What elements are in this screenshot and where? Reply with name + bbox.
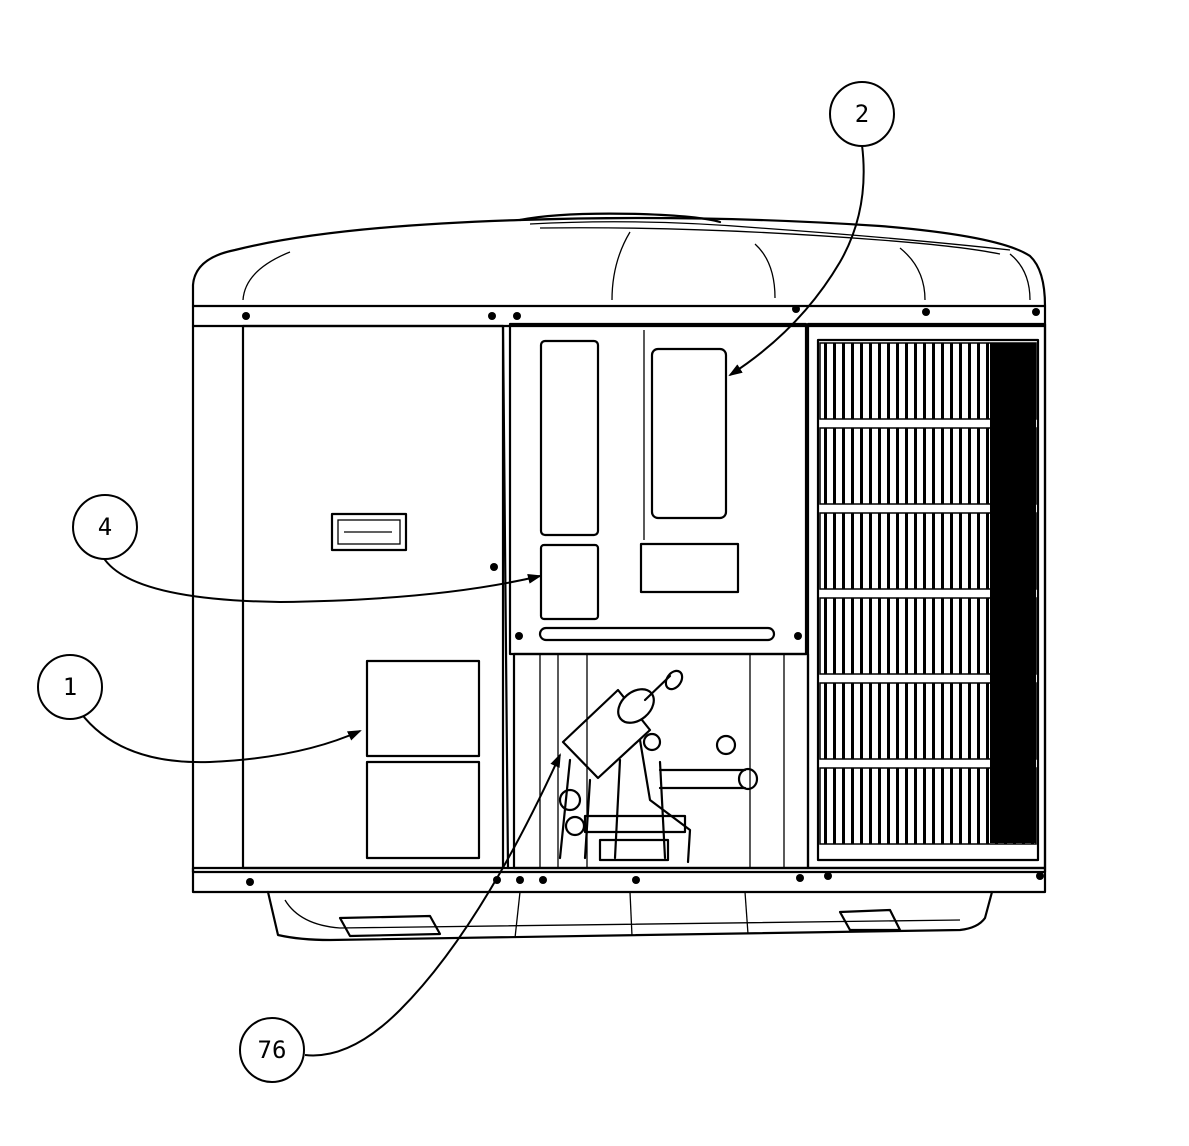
callout-1: 1 bbox=[37, 654, 103, 720]
unit-cabinet bbox=[191, 212, 1047, 942]
callout-1-label: 1 bbox=[63, 673, 77, 701]
compressor bbox=[558, 669, 759, 864]
leader-callout-4 bbox=[102, 556, 542, 604]
leader-callout-2 bbox=[728, 144, 865, 377]
callout-76-label: 76 bbox=[258, 1036, 287, 1064]
callout-2-label: 2 bbox=[855, 100, 869, 128]
callout-4-label: 4 bbox=[98, 513, 112, 541]
callout-4: 4 bbox=[72, 494, 138, 560]
leader-callout-1 bbox=[79, 711, 362, 764]
callout-76: 76 bbox=[239, 1017, 305, 1083]
leader-callout-76 bbox=[304, 753, 561, 1057]
callout-2: 2 bbox=[829, 81, 895, 147]
